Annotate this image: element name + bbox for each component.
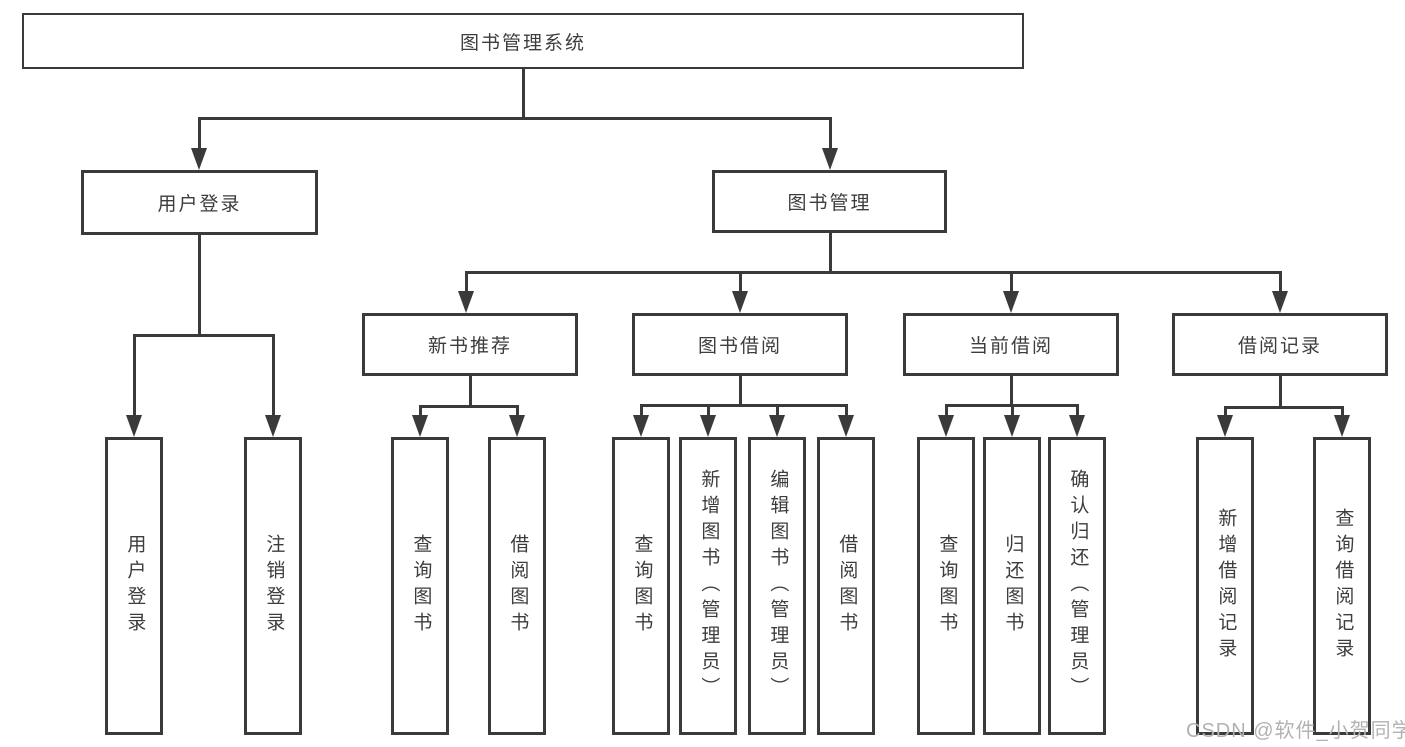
arrowhead-down-icon <box>732 291 748 313</box>
leaf-query-books-current: 查询图书 <box>917 437 975 735</box>
leaf-return-book: 归还图书 <box>983 437 1041 735</box>
node-borrowing-records: 借阅记录 <box>1172 313 1388 376</box>
node-current-borrowing: 当前借阅 <box>903 313 1119 376</box>
leaf-return-book-label: 归还图书 <box>1002 534 1024 638</box>
connector-line <box>132 334 275 337</box>
leaf-query-borrow-record-label: 查询借阅记录 <box>1332 508 1354 664</box>
connector-line <box>418 405 519 408</box>
leaf-confirm-return-admin-label: 确认归还（管理员） <box>1067 469 1089 703</box>
connector-line <box>1278 271 1282 293</box>
connector-line <box>1340 406 1344 417</box>
connector-line <box>1223 406 1344 409</box>
leaf-add-borrow-record: 新增借阅记录 <box>1196 437 1254 735</box>
leaf-query-books-recommend: 查询图书 <box>391 437 449 735</box>
node-book-borrowing: 图书借阅 <box>632 313 848 376</box>
arrowhead-down-icon <box>458 291 474 313</box>
leaf-borrow-books-borrowing-label: 借阅图书 <box>836 534 858 638</box>
node-book-management: 图书管理 <box>712 170 947 233</box>
connector-line <box>738 271 742 293</box>
arrowhead-down-icon <box>1069 415 1085 437</box>
node-user-login: 用户登录 <box>81 170 318 235</box>
node-root-label: 图书管理系统 <box>459 32 586 54</box>
arrowhead-down-icon <box>633 415 649 437</box>
connector-line <box>1009 271 1013 293</box>
leaf-query-books-recommend-label: 查询图书 <box>410 534 432 638</box>
leaf-borrow-books-recommend-label: 借阅图书 <box>507 534 529 638</box>
arrowhead-down-icon <box>700 415 716 437</box>
arrowhead-down-icon <box>1004 415 1020 437</box>
connector-line <box>271 334 275 416</box>
connector-line <box>1223 406 1227 417</box>
leaf-borrow-books-recommend: 借阅图书 <box>488 437 546 735</box>
connector-line <box>828 232 832 274</box>
arrowhead-down-icon <box>191 148 207 170</box>
connector-line <box>468 376 472 408</box>
arrowhead-down-icon <box>938 415 954 437</box>
connector-line <box>521 68 525 119</box>
arrowhead-down-icon <box>412 415 428 437</box>
leaf-borrow-books-borrowing: 借阅图书 <box>817 437 875 735</box>
connector-line <box>464 271 1282 274</box>
arrowhead-down-icon <box>1334 415 1350 437</box>
connector-line <box>515 405 519 417</box>
connector-line <box>775 404 779 417</box>
leaf-user-login-label: 用户登录 <box>124 534 146 638</box>
arrowhead-down-icon <box>1272 291 1288 313</box>
arrowhead-down-icon <box>769 415 785 437</box>
leaf-query-borrow-record: 查询借阅记录 <box>1313 437 1371 735</box>
arrowhead-down-icon <box>265 415 281 437</box>
arrowhead-down-icon <box>509 415 525 437</box>
leaf-user-login: 用户登录 <box>105 437 163 735</box>
connector-line <box>197 117 832 120</box>
node-new-book-recommendation-label: 新书推荐 <box>427 336 512 357</box>
arrowhead-down-icon <box>838 415 854 437</box>
connector-line <box>1010 404 1014 417</box>
connector-line <box>944 404 948 417</box>
leaf-logout: 注销登录 <box>244 437 302 735</box>
connector-line <box>1278 376 1282 409</box>
node-borrowing-records-label: 借阅记录 <box>1237 336 1322 357</box>
node-user-login-label: 用户登录 <box>157 194 242 215</box>
node-new-book-recommendation: 新书推荐 <box>362 313 578 376</box>
arrowhead-down-icon <box>1003 291 1019 313</box>
connector-line <box>464 271 468 293</box>
connector-line <box>639 404 643 417</box>
leaf-query-books-current-label: 查询图书 <box>936 534 958 638</box>
arrowhead-down-icon <box>1217 415 1233 437</box>
leaf-add-book-admin: 新增图书（管理员） <box>679 437 737 735</box>
connector-line <box>639 404 848 407</box>
leaf-edit-book-admin-label: 编辑图书（管理员） <box>767 469 789 703</box>
arrowhead-down-icon <box>822 148 838 170</box>
csdn-watermark: CSDN @软件_小贺同学 <box>1186 720 1405 742</box>
node-current-borrowing-label: 当前借阅 <box>968 336 1053 357</box>
connector-line <box>706 404 710 417</box>
leaf-query-books-borrowing: 查询图书 <box>612 437 670 735</box>
connector-line <box>197 117 201 150</box>
arrowhead-down-icon <box>126 415 142 437</box>
leaf-logout-label: 注销登录 <box>263 534 285 638</box>
node-root: 图书管理系统 <box>22 13 1024 69</box>
connector-line <box>1075 404 1079 417</box>
leaf-confirm-return-admin: 确认归还（管理员） <box>1048 437 1106 735</box>
connector-line <box>738 376 742 407</box>
connector-line <box>132 334 136 416</box>
leaf-add-borrow-record-label: 新增借阅记录 <box>1215 508 1237 664</box>
leaf-edit-book-admin: 编辑图书（管理员） <box>748 437 806 735</box>
node-book-management-label: 图书管理 <box>787 193 872 214</box>
connector-line <box>1009 376 1013 407</box>
connector-line <box>828 117 832 150</box>
connector-line <box>197 234 201 337</box>
leaf-query-books-borrowing-label: 查询图书 <box>631 534 653 638</box>
connector-line <box>844 404 848 417</box>
leaf-add-book-admin-label: 新增图书（管理员） <box>698 469 720 703</box>
node-book-borrowing-label: 图书借阅 <box>697 336 782 357</box>
connector-line <box>418 405 422 417</box>
